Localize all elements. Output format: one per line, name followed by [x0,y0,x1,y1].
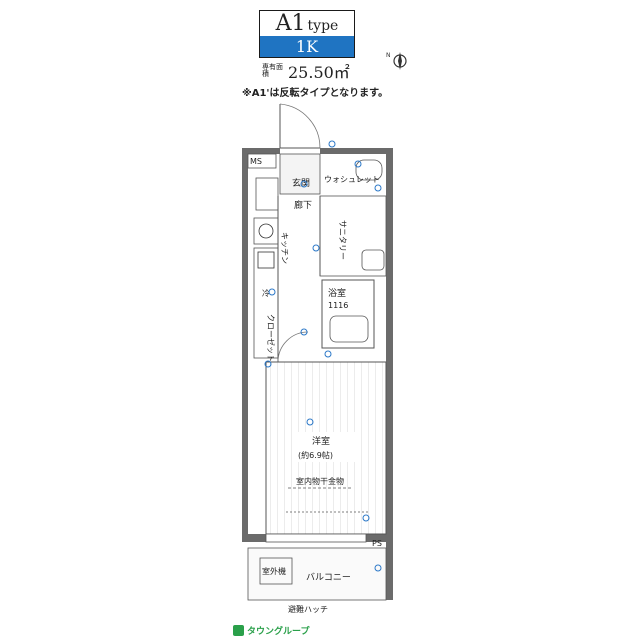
balcony-label: バルコニー [306,572,351,583]
floor-area-value: 25.50㎡ [288,63,350,82]
wash-space-label: ウォシュレット [324,175,380,184]
unit-layout-label: 1K [260,36,354,57]
kitchen-counter [253,247,279,359]
brand-logo: タウングループ [233,624,309,637]
fridge-label: 冷 [262,288,270,298]
brand-name: タウングループ [247,627,310,637]
washing-machine-drum-icon [258,223,274,239]
ms-label: MS [250,157,262,166]
closet-label: クローゼット [266,314,276,362]
sanitary-label: サニタリー [338,220,347,260]
hallway-label: 廊下 [294,199,312,211]
floor-area: 専有面積 25.50㎡ [262,62,350,82]
bottom-note: 避難ハッチ [288,604,328,614]
balcony [247,547,387,601]
unit-type-code: A1 [275,11,306,36]
western-room-label: 洋室 [312,435,330,447]
outdoor-unit-label: 室外機 [262,566,286,576]
entrance-area [279,153,321,195]
balcony-window [265,533,367,543]
outlet-icon [362,514,370,522]
unit-type-badge: A1 type 1K [259,10,355,58]
outer-walls [242,148,393,600]
outdoor-unit [259,557,293,585]
ms-box [247,153,277,169]
mirror-type-note: ※A1'は反転タイプとなります。 [242,88,389,99]
ps-label: PS [372,539,382,548]
unit-type-title: A1 type [260,11,354,36]
floor-area-label: 専有面積 [262,63,283,78]
curtain-rail-label: 室内物干金物 [296,476,344,486]
outlet-icon [268,288,276,296]
kitchen-label: キッチン [280,232,289,264]
bathroom-size-label: 1116 [328,301,348,310]
unit-type-suffix: type [307,18,339,34]
western-room-label-bg [292,432,358,462]
outlet-icon [312,244,320,252]
sanitary-area [319,195,387,277]
outlet-icon [300,328,308,336]
toilet-icon [355,159,383,181]
western-room-size: (約6.9帖) [298,450,333,460]
outlet-markers [264,140,382,572]
outlet-icon [324,350,332,358]
brand-mark-icon [233,625,244,636]
outlet-icon [264,360,272,368]
shoe-box [255,177,279,211]
washing-machine [253,217,279,245]
sink-icon [257,251,275,269]
outlet-icon [374,564,382,572]
wash-basin-icon [361,249,385,271]
svg-text:N: N [386,52,391,59]
outlet-icon [374,184,382,192]
bathroom-label: 浴室 [328,287,346,299]
outlet-icon [354,160,362,168]
entrance-door [279,103,321,149]
outlet-icon [306,418,314,426]
outlet-icon [300,180,308,188]
hall-door-swing [277,331,309,363]
floor-plan: MS 玄関 廊下 サニタリー ウォシュレット キッチン 冷 クローゼット 浴室 … [242,103,393,614]
north-arrow-icon: N [386,52,407,70]
bathroom [321,279,375,349]
outlet-icon [328,140,336,148]
bathtub-icon [329,315,369,343]
